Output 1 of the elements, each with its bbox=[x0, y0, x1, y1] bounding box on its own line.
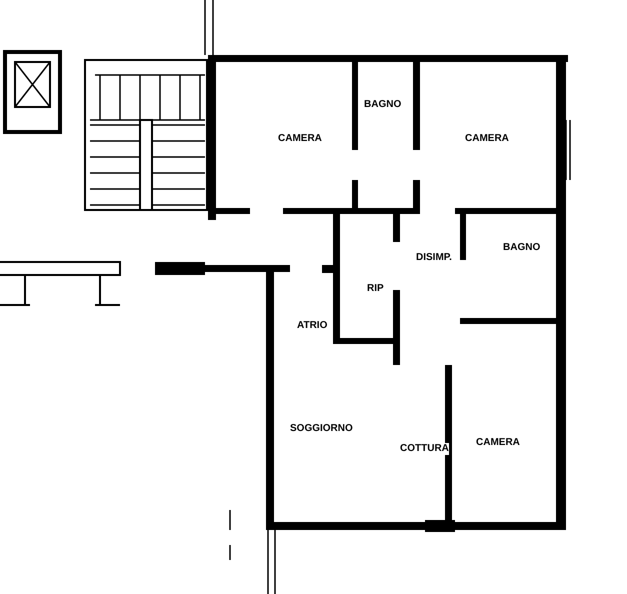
room-label: COTTURA bbox=[400, 443, 449, 455]
